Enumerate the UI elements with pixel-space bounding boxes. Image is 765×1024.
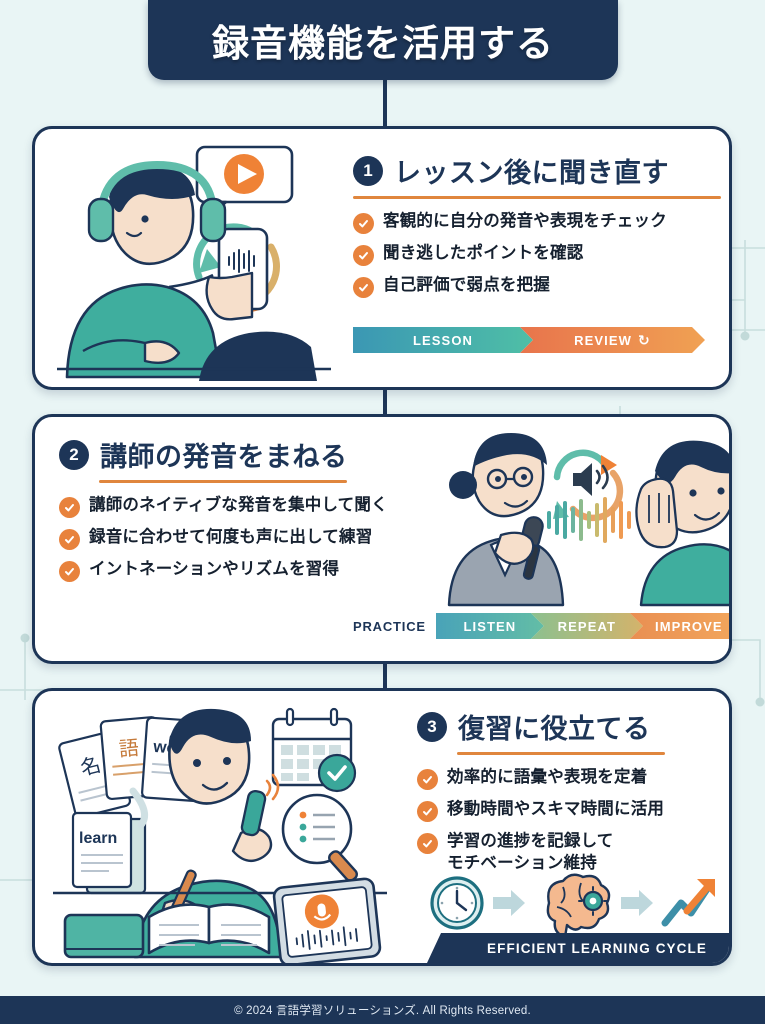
flow-bar-label: PRACTICE — [353, 618, 426, 634]
section-2-title: 講師の発音をまねる — [100, 442, 348, 472]
section-2-underline — [99, 480, 347, 483]
flow-step-label: LISTEN — [463, 618, 517, 634]
section-3-heading: 3 復習に役立てる — [417, 707, 727, 746]
section-2-heading: 2 講師の発音をまねる — [59, 435, 449, 474]
title-bar: 録音機能を活用する — [148, 0, 618, 80]
bullet-text: 聞き逃したポイントを確認 — [383, 244, 584, 262]
flow-step-label: REVIEW — [574, 332, 633, 348]
check-circle-icon — [353, 245, 374, 266]
flashcard-char-2: 語 — [118, 735, 140, 761]
bullet-item: 自己評価で弱点を把握 — [353, 275, 721, 298]
section-card-3: 名 語 word learn — [32, 688, 732, 966]
bullet-item: 学習の進捗を記録して モチベーション維持 — [417, 831, 727, 875]
bullet-item: 講師のネイティブな発音を集中して聞く — [59, 495, 449, 518]
section-card-1: 1 レッスン後に聞き直す 客観的に自分の発音や表現をチェック 聞き逃したポイント… — [32, 126, 732, 390]
bullet-item: 聞き逃したポイントを確認 — [353, 243, 721, 266]
bullet-text: イントネーションやリズムを習得 — [89, 560, 340, 578]
section-3-title: 復習に役立てる — [458, 714, 651, 744]
section-3-bullets: 効率的に語彙や表現を定着 移動時間やスキマ時間に活用 学習の進捗を記録して モチ… — [417, 767, 727, 875]
illustration-teacher-and-listener — [447, 433, 729, 607]
check-circle-icon — [417, 801, 438, 822]
section-1-title: レッスン後に聞き直す — [394, 158, 669, 188]
efficient-learning-banner: EFFICIENT LEARNING CYCLE — [427, 933, 729, 963]
section-3-underline — [457, 752, 665, 755]
flow-step: LESSON — [353, 327, 533, 353]
copyright-text: © 2024 言語学習ソリューションズ. All Rights Reserved… — [234, 1005, 531, 1017]
bullet-text: 録音に合わせて何度も声に出して練習 — [89, 528, 373, 546]
flow-step: REVIEW ↻ — [520, 327, 705, 353]
flow-step: REPEAT — [531, 613, 643, 639]
check-circle-icon — [417, 833, 438, 854]
connector-line-2 — [383, 388, 387, 416]
arrow-right-icon — [621, 890, 653, 916]
check-circle-icon — [59, 497, 80, 518]
section-2-body: 2 講師の発音をまねる 講師のネイティブな発音を集中して聞く 録音に合わせて何度… — [59, 435, 449, 582]
section-2-bullets: 講師のネイティブな発音を集中して聞く 録音に合わせて何度も声に出して練習 イント… — [59, 495, 449, 582]
section-1-bullets: 客観的に自分の発音や表現をチェック 聞き逃したポイントを確認 自己評価で弱点を把… — [353, 211, 721, 298]
check-circle-icon — [59, 561, 80, 582]
flow-step: IMPROVE — [630, 613, 732, 639]
section-3-number: 3 — [417, 711, 447, 742]
section-2-flow-bar: PRACTICE LISTEN REPEAT IMPROVE — [353, 613, 732, 639]
illustration-student-reviewing: 名 語 word learn — [53, 707, 387, 963]
flow-step: LISTEN — [436, 613, 544, 639]
flow-step-label: IMPROVE — [655, 618, 723, 634]
bullet-text: 移動時間やスキマ時間に活用 — [447, 800, 665, 818]
check-circle-icon — [353, 213, 374, 234]
bullet-item: 客観的に自分の発音や表現をチェック — [353, 211, 721, 234]
check-circle-icon — [59, 529, 80, 550]
section-3-body: 3 復習に役立てる 効率的に語彙や表現を定着 移動時間やスキマ時間に活用 学習の… — [417, 707, 727, 875]
footer-bar: © 2024 言語学習ソリューションズ. All Rights Reserved… — [0, 996, 765, 1024]
check-circle-icon — [417, 769, 438, 790]
bullet-text: 効率的に語彙や表現を定着 — [447, 768, 648, 786]
bullet-text: 講師のネイティブな発音を集中して聞く — [89, 496, 388, 514]
bullet-item: 効率的に語彙や表現を定着 — [417, 767, 727, 790]
connector-line-1 — [383, 80, 387, 128]
bullet-text: 自己評価で弱点を把握 — [383, 276, 550, 294]
section-card-2: 2 講師の発音をまねる 講師のネイティブな発音を集中して聞く 録音に合わせて何度… — [32, 414, 732, 664]
section-1-heading: 1 レッスン後に聞き直す — [353, 151, 721, 190]
flow-step-label: REPEAT — [557, 618, 617, 634]
bullet-item: イントネーションやリズムを習得 — [59, 559, 449, 582]
refresh-icon: ↻ — [638, 331, 651, 348]
page-title: 録音機能を活用する — [212, 23, 554, 64]
check-circle-icon — [353, 277, 374, 298]
flow-step-label: LESSON — [412, 332, 474, 348]
section-1-flow-bar: LESSON REVIEW ↻ — [353, 327, 705, 353]
section-2-number: 2 — [59, 439, 89, 470]
illustration-listening-to-recording — [57, 145, 331, 381]
bullet-text: 客観的に自分の発音や表現をチェック — [383, 212, 667, 230]
learning-cycle-icons — [430, 873, 715, 933]
title-banner: 録音機能を活用する — [148, 0, 618, 80]
paper-label: learn — [79, 830, 117, 847]
connector-line-3 — [383, 662, 387, 690]
arrow-right-icon — [493, 890, 525, 916]
bullet-item: 移動時間やスキマ時間に活用 — [417, 799, 727, 822]
section-1-number: 1 — [353, 155, 383, 186]
section-1-body: 1 レッスン後に聞き直す 客観的に自分の発音や表現をチェック 聞き逃したポイント… — [353, 151, 721, 298]
bullet-text: 学習の進捗を記録して モチベーション維持 — [447, 832, 614, 872]
section-1-underline — [353, 196, 721, 199]
banner-text: EFFICIENT LEARNING CYCLE — [487, 940, 707, 956]
bullet-item: 録音に合わせて何度も声に出して練習 — [59, 527, 449, 550]
